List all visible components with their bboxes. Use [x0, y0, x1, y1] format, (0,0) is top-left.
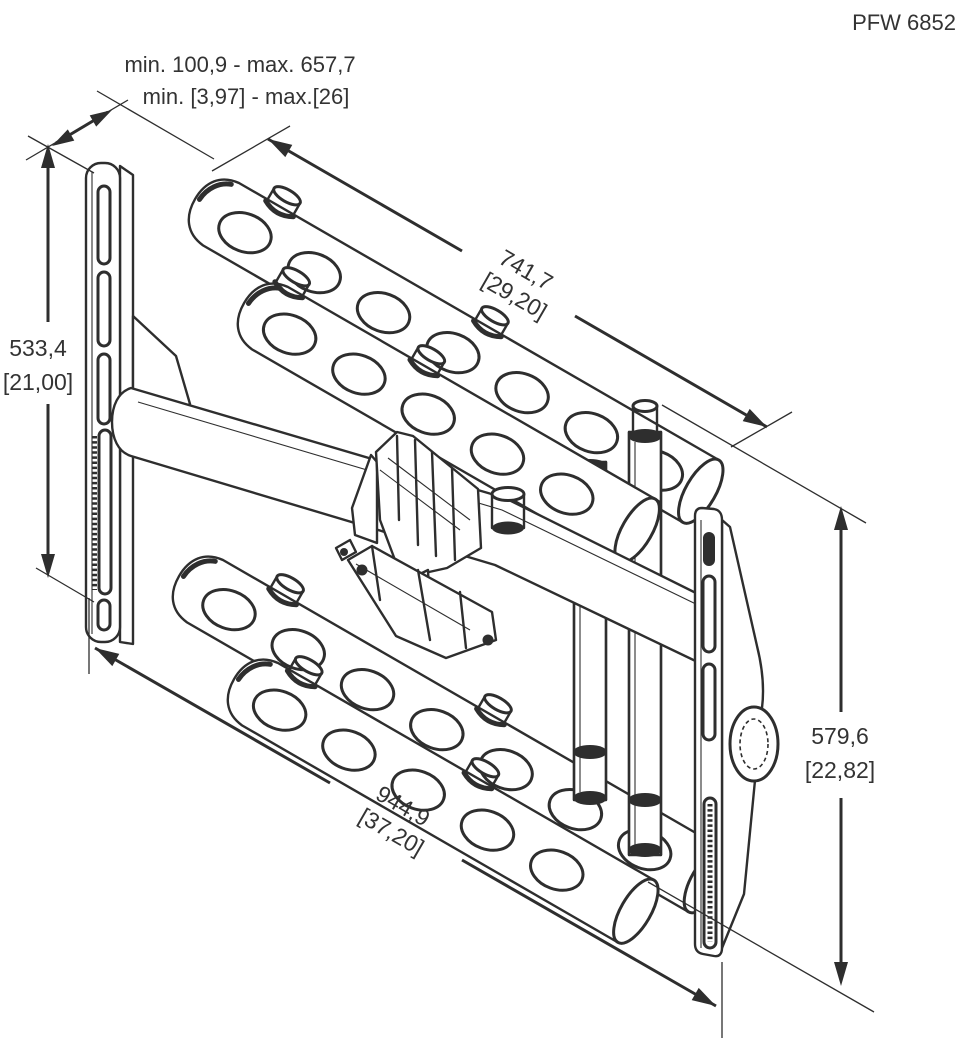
dimension-bottom-width: 944,9 [37,20] — [88, 598, 723, 1038]
dimension-right-height: 579,6 [22,82] — [647, 404, 875, 1013]
rail-boss — [266, 573, 305, 608]
rail-boss — [272, 266, 312, 301]
dimension-left-height: 533,4 [21,00] — [3, 144, 95, 603]
extension-metric-label: min. 100,9 - max. 657,7 — [124, 52, 355, 77]
release-knob — [728, 705, 780, 783]
rail-boss — [284, 655, 324, 690]
rail-boss — [263, 185, 302, 220]
rail-boss — [461, 757, 501, 792]
right-height-imperial-label: [22,82] — [805, 757, 875, 783]
left-height-metric-label: 533,4 — [9, 335, 67, 361]
arm-cylinder — [490, 486, 526, 535]
tv-rail-right — [693, 506, 780, 958]
dimension-extension: min. 100,9 - max. 657,7 min. [3,97] - ma… — [25, 52, 356, 174]
right-height-metric-label: 579,6 — [811, 723, 869, 749]
rail-boss — [407, 344, 447, 379]
left-height-imperial-label: [21,00] — [3, 369, 73, 395]
rail-boss — [471, 305, 510, 340]
extension-imperial-label: min. [3,97] - max.[26] — [143, 84, 350, 109]
wall-rail-top-front — [236, 266, 661, 564]
wall-rail-bottom-front — [226, 655, 660, 945]
model-number-label: PFW 6852 — [852, 10, 956, 35]
scissor-bracket — [334, 538, 498, 660]
rail-boss — [474, 693, 513, 728]
